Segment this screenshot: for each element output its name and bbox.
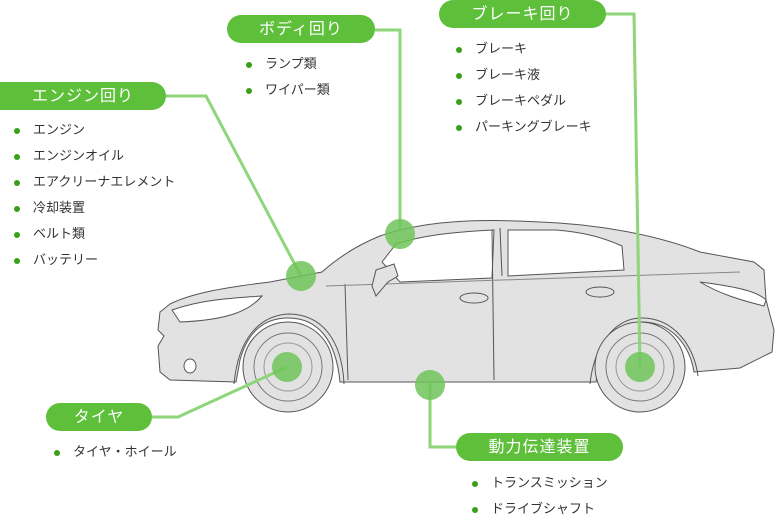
list-item: ワイパー類 xyxy=(246,78,330,104)
list-item: バッテリー xyxy=(14,248,175,274)
car-window-rear xyxy=(507,229,625,277)
drivetrain-group-label: 動力伝達装置 xyxy=(456,433,623,461)
connector-drivetrain xyxy=(428,383,456,449)
bullet-icon xyxy=(14,154,20,160)
brake-group-label: ブレーキ回り xyxy=(439,0,606,28)
connector-engine xyxy=(166,94,303,277)
bullet-icon xyxy=(472,507,478,513)
bullet-icon xyxy=(246,88,252,94)
list-item: ベルト類 xyxy=(14,222,175,248)
list-item: ブレーキペダル xyxy=(456,89,592,115)
list-item: ブレーキ液 xyxy=(456,63,592,89)
bullet-icon xyxy=(246,62,252,68)
list-item: ブレーキ xyxy=(456,37,592,63)
body-group-label: ボディ回り xyxy=(227,15,375,43)
bullet-icon xyxy=(14,232,20,238)
connector-body xyxy=(375,28,402,232)
connector-tire xyxy=(152,365,288,419)
list-item: ドライブシャフト xyxy=(472,497,608,523)
bullet-icon xyxy=(456,99,462,105)
bullet-icon xyxy=(14,258,20,264)
bullet-icon xyxy=(54,450,60,456)
list-item: 冷却装置 xyxy=(14,196,175,222)
bullet-icon xyxy=(456,47,462,53)
list-item: エンジン xyxy=(14,118,175,144)
marker-body xyxy=(385,219,415,249)
bullet-icon xyxy=(456,73,462,79)
marker-brake xyxy=(625,352,655,382)
list-item: エンジンオイル xyxy=(14,144,175,170)
list-item: パーキングブレーキ xyxy=(456,115,592,141)
marker-drivetrain xyxy=(415,370,445,400)
list-item: エアクリーナエレメント xyxy=(14,170,175,196)
bullet-icon xyxy=(14,206,20,212)
bullet-icon xyxy=(14,180,20,186)
bullet-icon xyxy=(472,481,478,487)
tire-items-list: タイヤ・ホイール xyxy=(54,440,177,466)
engine-group-label: エンジン回り xyxy=(0,82,166,110)
drivetrain-items-list: トランスミッション ドライブシャフト xyxy=(472,471,608,523)
tire-group-label: タイヤ xyxy=(46,403,152,431)
list-item: トランスミッション xyxy=(472,471,608,497)
list-item: タイヤ・ホイール xyxy=(54,440,177,466)
list-item: ランプ類 xyxy=(246,52,330,78)
engine-items-list: エンジン エンジンオイル エアクリーナエレメント 冷却装置 ベルト類 バッテリー xyxy=(14,118,175,274)
body-items-list: ランプ類 ワイパー類 xyxy=(246,52,330,104)
brake-items-list: ブレーキ ブレーキ液 ブレーキペダル パーキングブレーキ xyxy=(456,37,592,141)
marker-tire xyxy=(272,352,302,382)
bullet-icon xyxy=(456,125,462,131)
bullet-icon xyxy=(14,128,20,134)
marker-engine xyxy=(286,261,316,291)
connector-brake xyxy=(606,12,642,368)
